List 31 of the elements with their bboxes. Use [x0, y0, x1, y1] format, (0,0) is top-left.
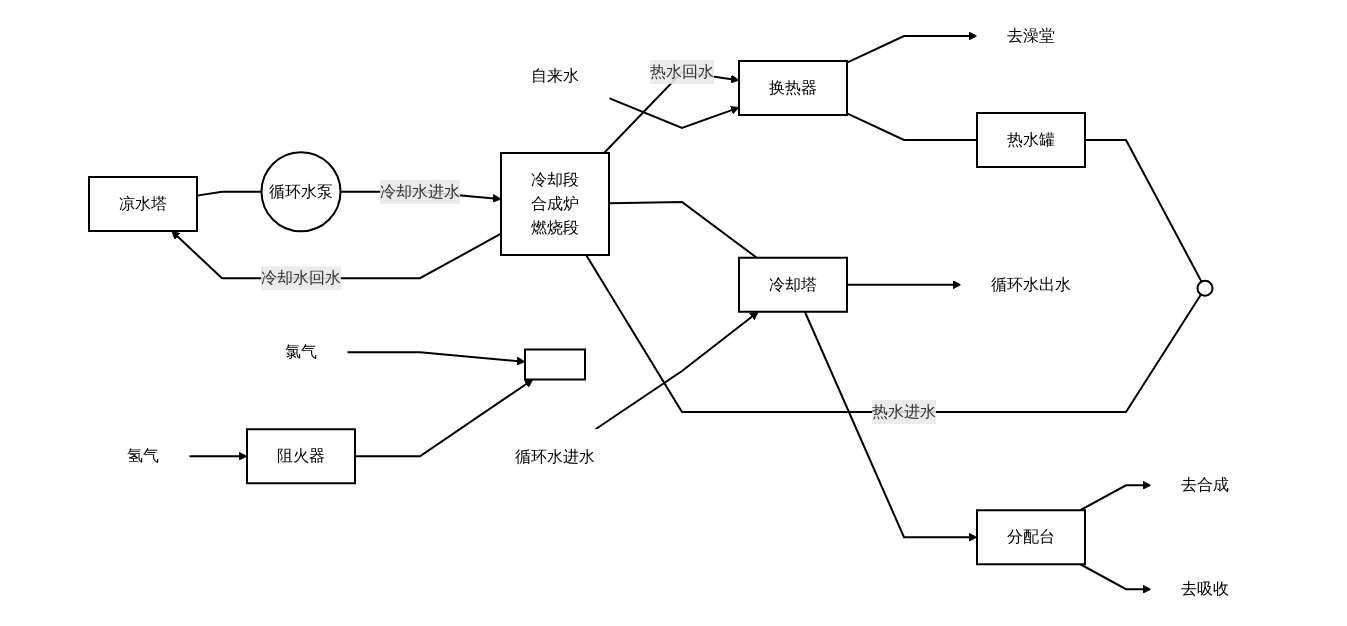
node-box: 换热器	[737, 60, 848, 117]
node-text: 自来水	[530, 66, 579, 86]
node-text: 去合成	[1180, 475, 1229, 495]
edge-label: 冷却水回水	[260, 268, 341, 288]
node-box: 冷却段 合成炉 燃烧段	[499, 152, 610, 257]
node-box: 阻火器	[245, 428, 356, 485]
node-box: 凉水塔	[87, 176, 198, 233]
edge-label: 热水进水	[871, 402, 936, 422]
arrow	[803, 311, 977, 543]
node-text: 循环水进水	[514, 446, 595, 466]
connector	[584, 254, 1202, 414]
node-circle	[1196, 280, 1213, 298]
edge-label: 冷却水进水	[379, 182, 460, 202]
arrow	[607, 97, 739, 130]
arrow	[345, 351, 525, 366]
node-box: 冷却塔	[737, 257, 848, 314]
node-text: 氢气	[126, 446, 159, 466]
node-text: 去吸收	[1180, 579, 1229, 599]
node-text: 氯气	[284, 342, 317, 362]
arrow	[593, 311, 759, 431]
arrow	[1078, 563, 1151, 595]
node-text: 去澡堂	[1006, 26, 1055, 46]
node-box	[523, 348, 586, 381]
node-box: 分配台	[975, 509, 1086, 566]
node-box: 热水罐	[975, 112, 1086, 169]
arrow	[1078, 481, 1151, 512]
arrow	[845, 32, 977, 65]
arrow	[187, 452, 247, 462]
node-text: 循环水出水	[990, 275, 1071, 295]
node-circle: 循环水泵	[260, 151, 341, 233]
edge-label: 热水回水	[649, 62, 714, 82]
